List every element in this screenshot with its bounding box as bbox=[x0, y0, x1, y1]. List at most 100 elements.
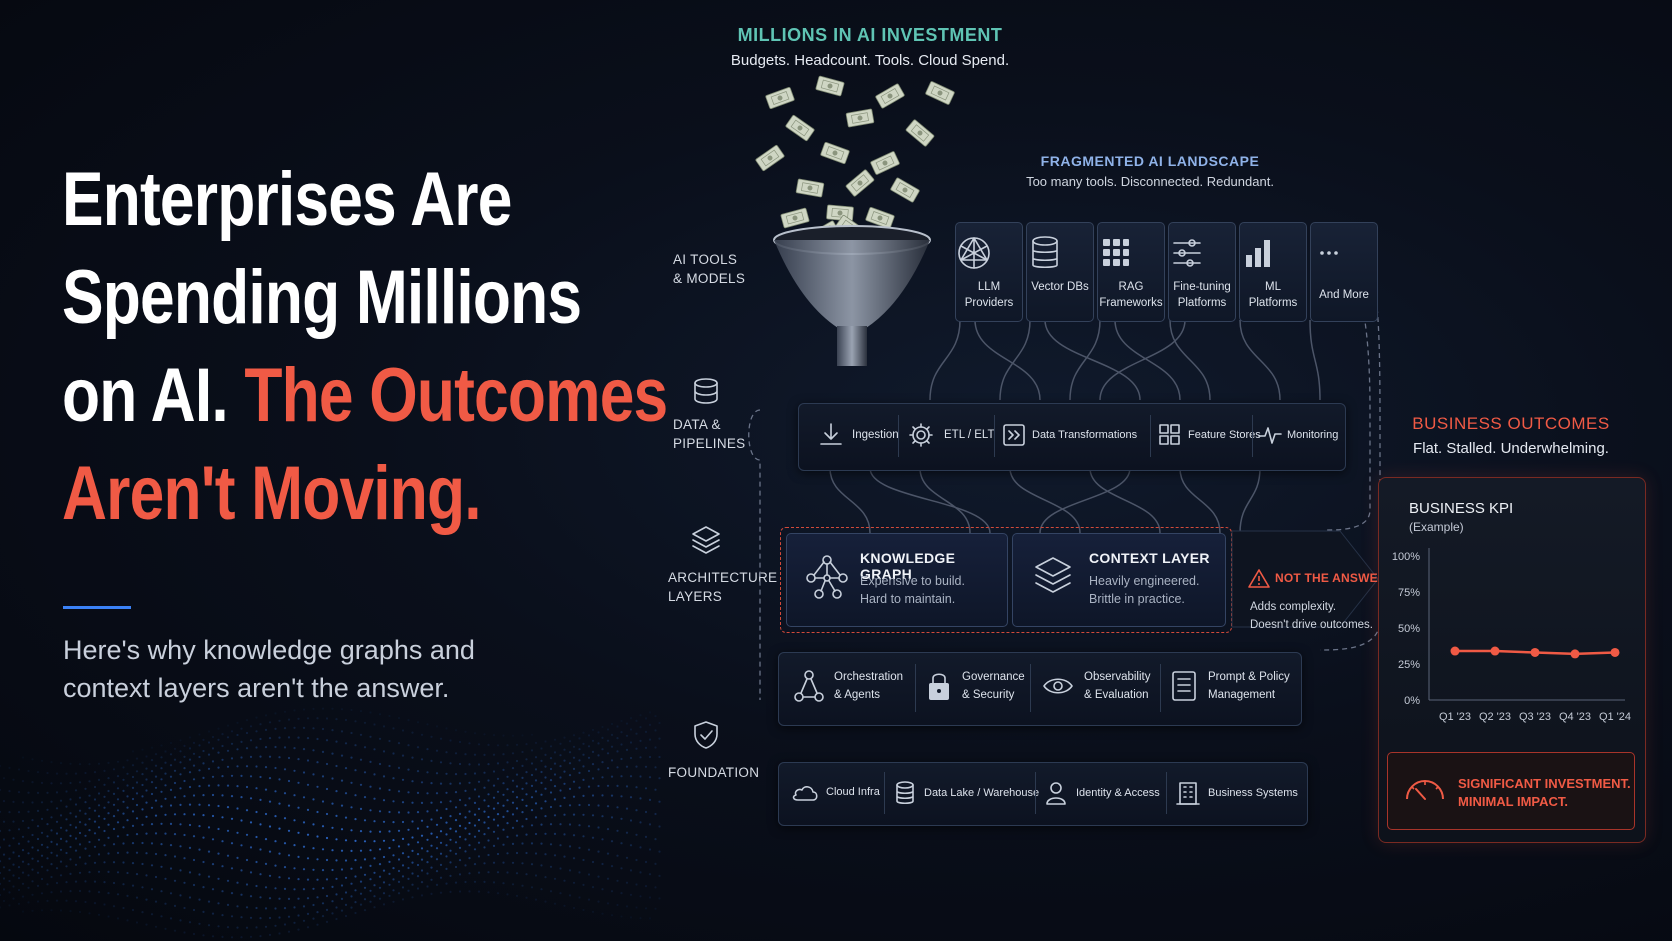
pulse-icon bbox=[1258, 427, 1282, 444]
separator bbox=[1166, 772, 1167, 814]
separator bbox=[1160, 664, 1161, 712]
headline-line-3: on AI. The Outcomes bbox=[62, 353, 668, 438]
not-the-answer-arrow bbox=[1231, 530, 1379, 628]
knowledge-graph-desc-2: Hard to maintain. bbox=[860, 592, 956, 606]
knowledge-graph-desc-1: Expensive to build. bbox=[860, 574, 965, 588]
tile-label-line-1: ML bbox=[1265, 281, 1281, 293]
document-icon bbox=[1172, 671, 1196, 701]
pipeline-label: Monitoring bbox=[1287, 429, 1339, 441]
kpi-x-tick-label: Q1 '24 bbox=[1599, 711, 1631, 723]
service-label-2: & Agents bbox=[834, 689, 881, 701]
kpi-y-tick-label: 75% bbox=[1398, 587, 1420, 599]
cloud-icon bbox=[792, 786, 818, 801]
tile-ml-platforms[interactable]: ML Platforms bbox=[1239, 222, 1307, 322]
knowledge-graph-card[interactable]: KNOWLEDGE GRAPH Expensive to build. Hard… bbox=[786, 533, 1008, 627]
tile-label-line-2: Platforms bbox=[1177, 297, 1227, 309]
service-label-2: Management bbox=[1208, 689, 1276, 701]
foundation-label: Business Systems bbox=[1208, 787, 1298, 799]
dot-wave-decoration bbox=[0, 707, 661, 939]
label-data-pipelines: DATA &PIPELINES bbox=[673, 417, 746, 451]
context-layer-title: CONTEXT LAYER bbox=[1089, 550, 1210, 566]
tile-label-line-1: LLM bbox=[977, 281, 1001, 293]
context-layer-desc-2: Brittle in practice. bbox=[1089, 592, 1185, 606]
kpi-data-point bbox=[1610, 647, 1620, 657]
kpi-x-tick-label: Q2 '23 bbox=[1479, 711, 1511, 723]
kpi-data-point bbox=[1450, 646, 1460, 656]
nodes-icon bbox=[794, 670, 824, 702]
tile-label-line-1: And More bbox=[1319, 289, 1369, 301]
kpi-x-tick-label: Q3 '23 bbox=[1519, 711, 1551, 723]
kpi-y-tick-label: 100% bbox=[1392, 551, 1420, 563]
separator bbox=[1030, 664, 1031, 712]
pipelines-panel bbox=[798, 403, 1346, 471]
kpi-x-tick-label: Q4 '23 bbox=[1559, 711, 1591, 723]
separator bbox=[1252, 415, 1253, 457]
label-ai-tools: AI TOOLS& MODELS bbox=[673, 252, 746, 286]
kpi-y-tick-label: 0% bbox=[1404, 695, 1420, 707]
gear-icon bbox=[909, 423, 933, 447]
foundation-label: Cloud Infra bbox=[826, 786, 880, 798]
tile-and-more[interactable]: And More bbox=[1310, 222, 1378, 322]
foundation-label: Identity & Access bbox=[1076, 787, 1160, 799]
network-icon bbox=[958, 237, 990, 269]
service-label-1: Observability bbox=[1084, 671, 1151, 683]
shield-side-icon bbox=[694, 721, 718, 749]
pipeline-etl[interactable]: ETL / ELT bbox=[908, 422, 995, 448]
foundation-cloud-infra[interactable]: Cloud Infra bbox=[790, 780, 880, 804]
not-the-answer-text: Adds complexity.Doesn't drive outcomes. bbox=[1250, 601, 1374, 631]
money-funnel-illustration bbox=[755, 75, 955, 366]
layers-side-icon bbox=[692, 526, 720, 554]
user-icon bbox=[1046, 782, 1066, 805]
service-orchestration[interactable]: Orchestration& Agents bbox=[794, 668, 903, 704]
database-side-icon bbox=[694, 378, 718, 404]
transform-icon bbox=[1003, 424, 1025, 446]
tile-vector-dbs[interactable]: Vector DBs bbox=[1026, 222, 1094, 322]
outcomes-subtitle: Flat. Stalled. Underwhelming. bbox=[1413, 440, 1609, 457]
investment-title: MILLIONS IN AI INVESTMENT bbox=[737, 25, 1003, 45]
separator bbox=[898, 415, 899, 457]
pipeline-label: Ingestion bbox=[852, 429, 899, 441]
foundation-data-lake[interactable]: Data Lake / Warehouse bbox=[894, 780, 1039, 806]
download-icon bbox=[820, 423, 842, 445]
subtitle-line-2: context layers aren't the answer. bbox=[63, 673, 450, 703]
knowledge-graph-title: KNOWLEDGE GRAPH bbox=[860, 550, 956, 582]
service-label-1: Prompt & Policy bbox=[1208, 671, 1290, 683]
label-foundation: FOUNDATION bbox=[668, 765, 760, 780]
speedometer-icon bbox=[1406, 780, 1444, 800]
pipeline-label: Data Transformations bbox=[1032, 429, 1138, 441]
context-layer-card[interactable]: CONTEXT LAYER Heavily engineered. Brittl… bbox=[1012, 533, 1226, 627]
tile-label-line-2: Frameworks bbox=[1099, 297, 1163, 309]
foundation-business-systems[interactable]: Business Systems bbox=[1176, 780, 1298, 806]
pipeline-data-transformations[interactable]: Data Transformations bbox=[1002, 422, 1137, 448]
pipeline-label: Feature Stores bbox=[1188, 429, 1261, 441]
tile-label-line-2: Platforms bbox=[1248, 297, 1298, 309]
eye-icon bbox=[1043, 678, 1073, 694]
database-icon bbox=[1032, 236, 1058, 269]
service-observability[interactable]: Observability& Evaluation bbox=[1042, 668, 1150, 704]
kpi-x-tick-label: Q1 '23 bbox=[1439, 711, 1471, 723]
service-governance[interactable]: Governance& Security bbox=[926, 668, 1025, 704]
separator bbox=[884, 772, 885, 814]
separator bbox=[1035, 772, 1036, 814]
layers-icon bbox=[1035, 557, 1071, 593]
pipeline-feature-stores[interactable]: Feature Stores bbox=[1158, 422, 1261, 448]
divider bbox=[63, 606, 131, 609]
kpi-y-tick-label: 25% bbox=[1398, 659, 1420, 671]
tile-label-line-1: RAG bbox=[1118, 281, 1144, 293]
foundation-identity[interactable]: Identity & Access bbox=[1045, 780, 1160, 806]
service-label-2: & Security bbox=[962, 689, 1015, 701]
tile-label-line-1: Fine-tuning bbox=[1173, 281, 1231, 293]
separator bbox=[915, 664, 916, 712]
investment-subtitle: Budgets. Headcount. Tools. Cloud Spend. bbox=[730, 52, 1010, 69]
bar-chart-icon bbox=[1246, 240, 1270, 267]
pipeline-monitoring[interactable]: Monitoring bbox=[1258, 422, 1338, 448]
tile-rag-frameworks[interactable]: RAG Frameworks bbox=[1097, 222, 1165, 322]
grid-icon bbox=[1159, 424, 1180, 445]
ellipsis-icon bbox=[1320, 251, 1338, 255]
pipeline-ingestion[interactable]: Ingestion bbox=[818, 422, 899, 448]
